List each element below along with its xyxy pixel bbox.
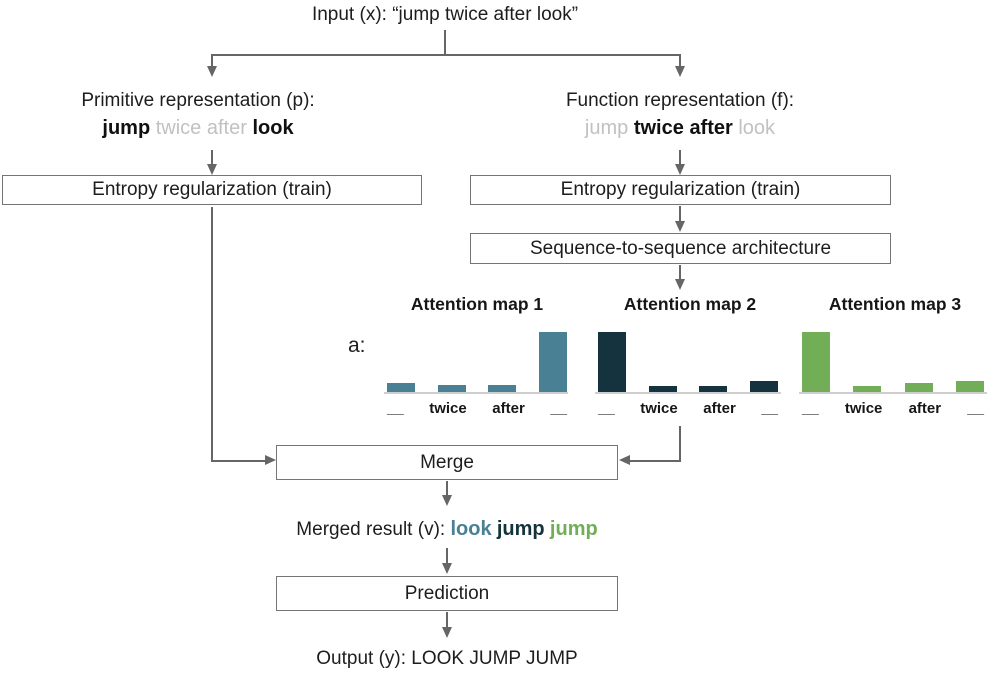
input-label: Input (x): “jump twice after look” [311,4,579,25]
attention-map-1-categories: __ twice after __ [387,400,567,417]
category-label: after [492,400,525,417]
attention-map-3-baseline [799,392,987,394]
arrow-down [207,66,217,77]
attention-bar [749,381,778,392]
entropy-regularization-right-box: Entropy regularization (train) [470,175,891,205]
attention-map-2-bars [598,330,778,392]
arrow-down [442,495,452,506]
function-word: jump [584,117,629,139]
merged-result-word: jump [496,518,545,540]
flow-line [679,426,681,462]
attention-map-2-categories: __ twice after __ [598,400,778,417]
attention-bar [488,385,517,392]
entropy-regularization-left-box: Entropy regularization (train) [2,175,422,205]
category-label: after [703,400,736,417]
attention-bar [538,332,567,392]
category-label: __ [761,400,778,417]
flow-line [446,481,448,496]
function-representation-label: Function representation (f): jump twice … [510,90,850,140]
arrow-down [442,563,452,574]
attention-axis-label: a: [348,334,366,357]
category-label: twice [429,400,467,417]
function-word: after [689,117,733,139]
flow-line [446,612,448,628]
primitive-title: Primitive representation (p): [81,90,315,111]
category-label: __ [598,400,615,417]
arrow-down [442,627,452,638]
flow-line [211,54,681,56]
category-label: __ [550,400,567,417]
function-title: Function representation (f): [565,90,795,111]
arrow-down [675,279,685,290]
category-label: __ [802,400,819,417]
attention-map-3-bars [802,330,984,392]
merged-result-prefix: Merged result (v): [296,519,446,540]
merge-box: Merge [276,445,618,480]
flow-line [679,150,681,166]
function-words: jump twice after look [510,117,850,140]
attention-map-2-title: Attention map 2 [623,294,757,314]
attention-map-1-bars [387,330,567,392]
flow-line [211,460,266,462]
primitive-representation-label: Primitive representation (p): jump twice… [28,90,368,140]
function-word: look [738,117,776,139]
attention-bar [853,386,882,392]
primitive-word: look [252,117,294,139]
primitive-word: twice [155,117,202,139]
flow-line [679,265,681,280]
attention-map-2-baseline [595,392,781,394]
flow-line [679,54,681,67]
merged-result-word: jump [549,518,598,540]
attention-bar [437,385,466,392]
attention-bar [955,381,984,392]
flow-line [211,54,213,67]
primitive-word: jump [102,117,151,139]
arrow-left [619,455,630,465]
category-label: __ [387,400,404,417]
arrow-down [675,221,685,232]
sequence-to-sequence-box: Sequence-to-sequence architecture [470,233,891,264]
category-label: twice [844,400,883,417]
flow-line [446,548,448,564]
attention-map-3-title: Attention map 3 [828,294,962,314]
flow-line [630,460,681,462]
primitive-word: after [206,117,247,139]
merged-result-word: look [450,518,492,540]
attention-bar [648,386,677,392]
flow-line [211,150,213,166]
flow-line [679,206,681,222]
arrow-down [207,164,217,175]
arrow-down [675,164,685,175]
attention-bar [699,386,728,392]
flow-line [444,30,446,55]
prediction-box: Prediction [276,576,618,611]
function-word: twice [633,117,684,139]
attention-bar [904,383,933,392]
merged-result-label: Merged result (v): look jump jump [147,518,747,541]
category-label: after [908,400,942,417]
category-label: __ [967,400,984,417]
attention-bar [598,332,626,392]
arrow-right [265,455,276,465]
attention-map-1-baseline [384,392,568,394]
attention-map-3-categories: __ twice after __ [802,400,984,417]
attention-bar [802,332,830,392]
category-label: twice [640,400,678,417]
output-label: Output (y): LOOK JUMP JUMP [316,648,578,669]
flow-line [211,207,213,461]
arrow-down [675,66,685,77]
attention-bar [387,383,415,392]
primitive-words: jump twice after look [28,117,368,140]
attention-map-1-title: Attention map 1 [410,294,544,314]
